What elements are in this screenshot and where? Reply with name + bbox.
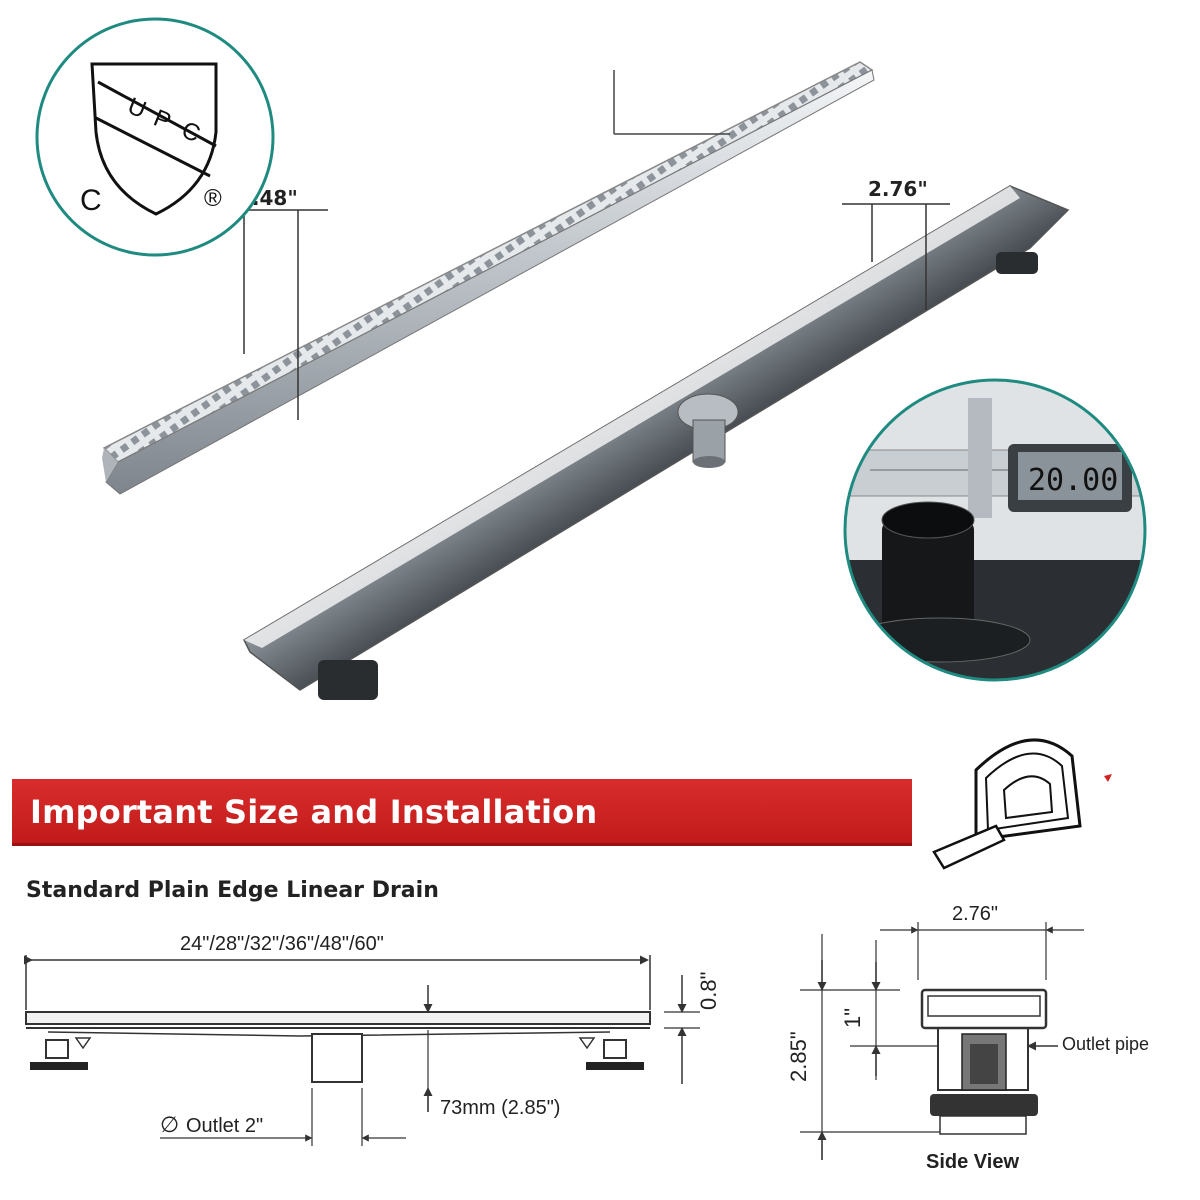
side-width-label: 2.76" — [952, 903, 998, 925]
height-label: 73mm (2.85") — [440, 1097, 560, 1119]
outlet-symbol: ∅ — [160, 1112, 179, 1137]
outlet-pipe-label: Outlet pipe — [1062, 1034, 1149, 1054]
front-view-drawing — [24, 955, 700, 1146]
lengths-label: 24"/28"/32"/36"/48"/60" — [180, 933, 384, 955]
side-view-drawing — [800, 922, 1084, 1160]
upc-certification-badge: U P C C ® — [35, 17, 275, 257]
depth-label: 0.8" — [696, 972, 721, 1010]
installation-banner: Important Size and Installation — [12, 779, 912, 846]
outlet-label: Outlet 2" — [186, 1115, 263, 1137]
tape-measure-icon — [932, 738, 1112, 870]
side-height-label: 2.85" — [786, 1031, 811, 1082]
rim-height-label: 1" — [840, 1008, 865, 1028]
channel-width-label: 2.76" — [868, 177, 928, 201]
drawing-title: Standard Plain Edge Linear Drain — [26, 878, 439, 903]
caliper-readout: 20.00 — [1028, 463, 1118, 498]
cert-left-mark: C — [80, 184, 102, 217]
drain-channel — [243, 185, 1070, 700]
banner-title: Important Size and Installation — [30, 793, 598, 831]
side-view-caption: Side View — [926, 1151, 1019, 1173]
grate-width-dimension — [236, 209, 328, 420]
registered-mark: ® — [204, 185, 222, 212]
caliper-photo: 20.00 — [843, 378, 1147, 682]
